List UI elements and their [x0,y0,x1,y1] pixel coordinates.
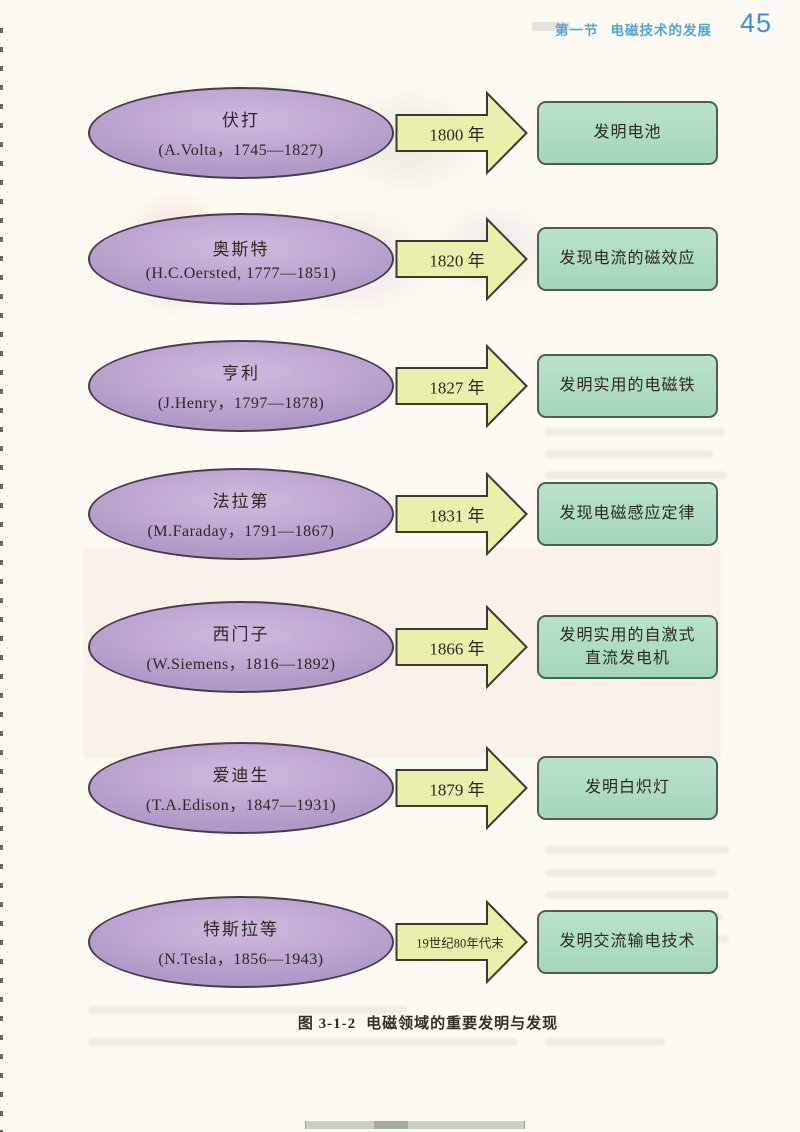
section-title: 电磁技术的发展 [610,23,712,38]
bleed-through-artifact [88,1038,518,1046]
bleed-through-artifact [545,869,717,877]
timeline-row-tesla: 特斯拉等 (N.Tesla，1856—1943) 19世纪80年代末 发明交流输… [88,896,728,988]
timeline-row-edison: 爱迪生 (T.A.Edison，1847—1931) 1879 年 发明白炽灯 [88,742,728,834]
achievement-text: 发明实用的自激式 直流发电机 [559,626,696,667]
bleed-through-artifact [545,891,729,899]
scientist-dates: (M.Faraday，1791—1867) [147,523,335,540]
scientist-ellipse: 西门子 (W.Siemens，1816—1892) [88,601,394,693]
achievement-text: 发明实用的电磁铁 [559,377,696,395]
scientist-dates: (N.Tesla，1856—1943) [158,951,324,968]
achievement-text: 发明交流输电技术 [559,933,696,951]
achievement-box: 发现电流的磁效应 [537,227,718,291]
right-arrow-icon [395,745,528,831]
figure-label: 图 3-1-2 [297,1016,357,1032]
page-number: 45 [739,8,772,38]
timeline-row-faraday: 法拉第 (M.Faraday，1791—1867) 1831 年 发现电磁感应定… [88,468,728,560]
scientist-ellipse: 法拉第 (M.Faraday，1791—1867) [88,468,394,560]
year-arrow: 19世纪80年代末 [395,897,529,987]
timeline-row-oersted: 奥斯特 (H.C.Oersted, 1777—1851) 1820 年 发现电流… [88,213,728,305]
achievement-text: 发现电流的磁效应 [559,250,696,268]
year-arrow: 1866 年 [395,602,529,692]
scientist-ellipse: 伏打 (A.Volta，1745—1827) [88,87,394,179]
scientist-dates: (H.C.Oersted, 1777—1851) [145,265,337,282]
right-arrow-icon [395,471,528,557]
bleed-through-artifact [545,1038,665,1046]
bleed-through-artifact [545,846,729,854]
achievement-text: 发现电磁感应定律 [559,505,696,523]
scientist-name: 亨利 [222,364,260,383]
timeline-row-siemens: 西门子 (W.Siemens，1816—1892) 1866 年 发明实用的自激… [88,601,728,693]
year-arrow: 1827 年 [395,341,529,431]
achievement-box: 发明交流输电技术 [537,910,718,974]
year-arrow: 1831 年 [395,469,529,559]
scientist-dates: (W.Siemens，1816—1892) [146,656,336,673]
figure-caption: 图 3-1-2 电磁领域的重要发明与发现 [56,1012,800,1033]
scan-artifact-bar-segment [374,1121,408,1129]
achievement-box: 发明实用的电磁铁 [537,354,718,418]
bleed-through-artifact [88,1006,408,1014]
right-arrow-icon [395,899,528,985]
bleed-through-artifact [532,22,570,31]
scientist-dates: (J.Henry，1797—1878) [157,395,325,412]
scientist-name: 爱迪生 [212,766,270,785]
scientist-ellipse: 奥斯特 (H.C.Oersted, 1777—1851) [88,213,394,305]
right-arrow-icon [395,216,528,302]
scientist-ellipse: 爱迪生 (T.A.Edison，1847—1931) [88,742,394,834]
year-arrow: 1820 年 [395,214,529,304]
scientist-name: 奥斯特 [212,240,270,259]
year-arrow: 1800 年 [395,88,529,178]
right-arrow-icon [395,90,528,176]
bleed-through-artifact [545,428,725,436]
right-arrow-icon [395,604,528,690]
scientist-name: 西门子 [212,625,270,644]
figure-title: 电磁领域的重要发明与发现 [366,1016,559,1032]
achievement-box: 发明实用的自激式 直流发电机 [537,615,718,679]
page-header: 第一节电磁技术的发展 45 [0,0,800,48]
year-label: 1820 年 [429,251,485,271]
scientist-name: 特斯拉等 [203,920,279,939]
achievement-box: 发现电磁感应定律 [537,482,718,546]
scientist-name: 法拉第 [212,492,270,511]
scientist-ellipse: 亨利 (J.Henry，1797—1878) [88,340,394,432]
year-label: 1827 年 [429,378,485,398]
section-heading: 第一节电磁技术的发展 [555,19,712,39]
scan-artifact-bar [305,1121,525,1129]
scientist-dates: (A.Volta，1745—1827) [158,142,324,159]
bleed-through-artifact [545,450,713,458]
section-label: 第一节 [555,23,599,38]
year-label: 1879 年 [429,780,485,800]
achievement-text: 发明电池 [593,124,662,142]
bleed-through-artifact [545,471,727,479]
achievement-box: 发明白炽灯 [537,756,718,820]
year-label: 19世纪80年代末 [416,936,504,951]
achievement-text: 发明白炽灯 [584,779,670,797]
scientist-ellipse: 特斯拉等 (N.Tesla，1856—1943) [88,896,394,988]
year-label: 1831 年 [429,506,485,526]
achievement-box: 发明电池 [537,101,718,165]
scientist-name: 伏打 [222,111,260,130]
binding-marks [0,28,3,1132]
year-arrow: 1879 年 [395,743,529,833]
year-label: 1800 年 [429,125,485,145]
timeline-row-henry: 亨利 (J.Henry，1797—1878) 1827 年 发明实用的电磁铁 [88,340,728,432]
timeline-row-volta: 伏打 (A.Volta，1745—1827) 1800 年 发明电池 [88,87,728,179]
year-label: 1866 年 [429,639,485,659]
scientist-dates: (T.A.Edison，1847—1931) [145,797,337,814]
right-arrow-icon [395,343,528,429]
